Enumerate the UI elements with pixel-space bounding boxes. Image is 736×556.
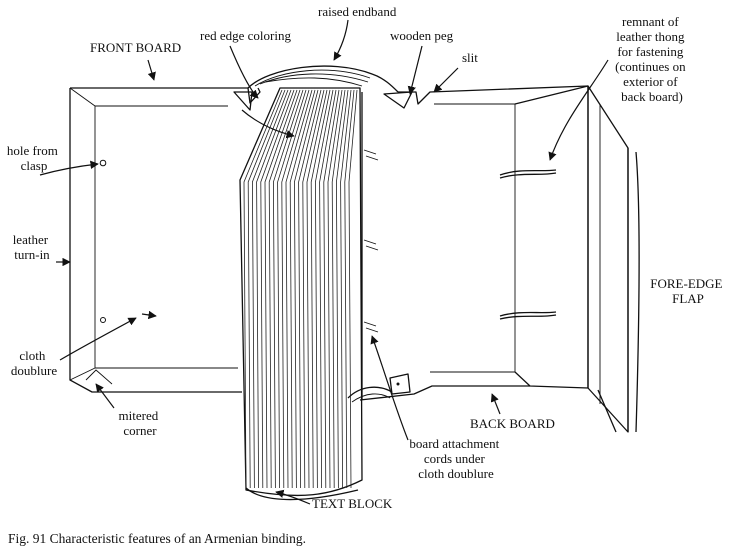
label-remnant: remnant of leather thong for fastening (… bbox=[615, 14, 689, 104]
label-mitered-corner: mitered corner bbox=[119, 408, 162, 438]
text-block-leaf bbox=[310, 89, 331, 489]
front-wooden-peg bbox=[233, 91, 253, 111]
text-block-leaf bbox=[251, 89, 289, 489]
text-block-leaf bbox=[285, 89, 313, 489]
label-cloth-doublure: cloth doublure bbox=[11, 348, 57, 378]
label-board-attachment: board attachment cords under cloth doubl… bbox=[409, 436, 502, 481]
spine-panel bbox=[361, 92, 379, 400]
text-block-leaf bbox=[277, 89, 307, 489]
text-block-leaf bbox=[335, 89, 349, 489]
label-fore-edge-flap: FORE-EDGE FLAP bbox=[650, 276, 725, 306]
text-block-leaf bbox=[344, 89, 355, 489]
labels: FRONT BOARD red edge coloring raised end… bbox=[7, 4, 725, 546]
label-text-block: TEXT BLOCK bbox=[312, 496, 393, 511]
label-front-board: FRONT BOARD bbox=[90, 40, 181, 55]
text-block-leaf bbox=[289, 89, 316, 489]
text-block-leaf bbox=[348, 89, 358, 489]
peg-hole bbox=[100, 317, 106, 323]
text-block-leaf bbox=[302, 89, 325, 489]
text-block-leaf bbox=[264, 89, 298, 489]
text-block-leaf bbox=[306, 89, 328, 489]
text-block-leaf bbox=[272, 89, 304, 489]
label-raised-endband: raised endband bbox=[318, 4, 397, 19]
label-slit: slit bbox=[462, 50, 478, 65]
label-wooden-peg: wooden peg bbox=[390, 28, 454, 43]
text-block bbox=[239, 87, 363, 501]
back-wooden-peg bbox=[383, 91, 413, 109]
label-leather-turn-in: leather turn-in bbox=[13, 232, 52, 262]
text-block-leaf bbox=[293, 89, 319, 489]
text-block-leaf bbox=[319, 89, 337, 489]
leather-thong-lower bbox=[499, 311, 557, 317]
text-block-leaf bbox=[340, 89, 352, 489]
front-board bbox=[69, 87, 261, 393]
text-block-leaf bbox=[298, 89, 322, 489]
figure-caption: Fig. 91 Characteristic features of an Ar… bbox=[8, 531, 306, 546]
leader-arrows bbox=[39, 19, 609, 505]
text-block-leaf bbox=[256, 89, 292, 489]
raised-endband bbox=[247, 65, 399, 93]
text-block-leaf bbox=[281, 89, 310, 489]
text-block-leaf bbox=[268, 89, 301, 489]
label-hole-from-clasp: hole from clasp bbox=[7, 143, 61, 173]
text-block-leaf bbox=[243, 89, 283, 489]
label-back-board: BACK BOARD bbox=[470, 416, 555, 431]
back-board bbox=[347, 85, 589, 403]
text-block-leaf bbox=[247, 89, 286, 489]
text-block-leaf bbox=[331, 89, 346, 489]
text-block-leaf bbox=[260, 89, 295, 489]
leather-thong-upper bbox=[499, 169, 557, 176]
text-block-leaf bbox=[323, 89, 340, 489]
fore-edge-flap bbox=[587, 85, 640, 433]
clasp-hole bbox=[99, 159, 107, 167]
label-red-edge: red edge coloring bbox=[200, 28, 291, 43]
text-block-leaf bbox=[314, 89, 334, 489]
text-block-leaf bbox=[327, 89, 343, 489]
